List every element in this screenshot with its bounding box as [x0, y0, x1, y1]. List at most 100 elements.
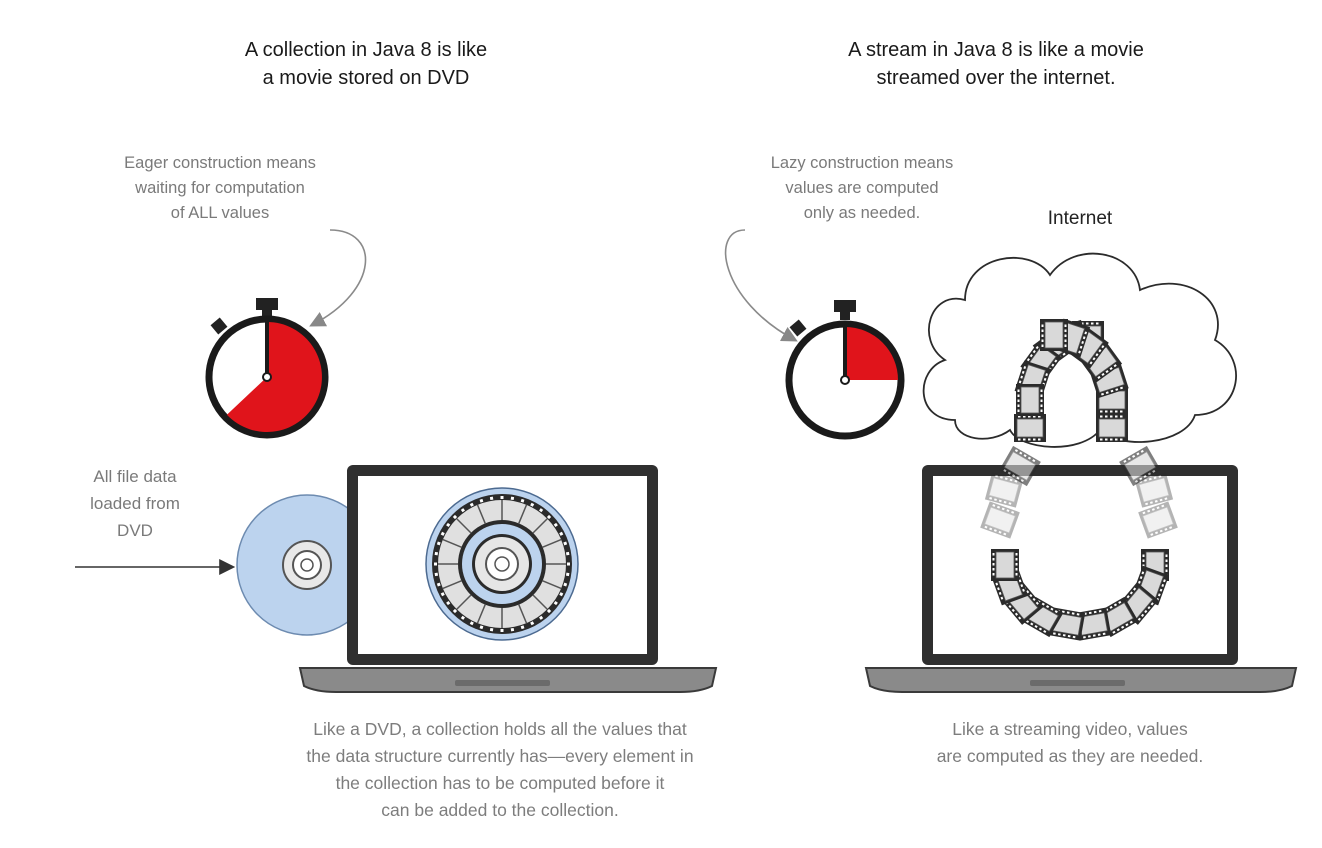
film-frame — [1089, 361, 1129, 399]
eager-timer-fill — [226, 322, 322, 432]
film-frame — [1021, 596, 1064, 638]
collection-heading-line: a movie stored on DVD — [262, 67, 470, 89]
dvd-label-line: loaded from — [90, 494, 180, 513]
film-sprocket — [500, 496, 504, 499]
lazy-stopwatch-icon — [785, 300, 905, 440]
collection-caption-line: can be added to the collection. — [381, 800, 619, 820]
film-frame — [991, 549, 1019, 581]
film-sprocket — [446, 522, 451, 528]
film-sprocket — [538, 508, 544, 513]
film-frame — [1048, 607, 1086, 641]
film-sprocket — [452, 514, 458, 520]
eager-note-line: waiting for computation — [135, 179, 305, 197]
film-sprocket — [434, 572, 439, 577]
film-frame — [1131, 565, 1170, 606]
film-sprocket — [460, 508, 466, 513]
film-sprocket — [434, 551, 439, 556]
film-sprocket — [434, 562, 437, 566]
film-sprocket — [563, 582, 568, 587]
eager-note-arrow — [309, 229, 367, 327]
film-frame — [1040, 319, 1068, 351]
film-sprocket — [479, 625, 484, 630]
film-sprocket — [553, 600, 558, 606]
film-sprocket — [563, 541, 568, 546]
film-frame-divider — [532, 518, 548, 534]
film-frame-divider — [518, 504, 528, 524]
film-frame — [1072, 321, 1104, 349]
film-frame — [999, 445, 1041, 487]
film-frame — [1053, 318, 1091, 358]
eager-note: Eager construction means waiting for com… — [85, 151, 355, 226]
film-frame — [1032, 326, 1076, 369]
film-frame — [1079, 341, 1123, 383]
eager-note-line: Eager construction means — [124, 154, 316, 172]
left-laptop-icon — [298, 465, 718, 693]
film-sprocket — [559, 531, 564, 536]
film-frame-divider — [542, 538, 562, 548]
film-frame — [1016, 384, 1044, 416]
film-sprocket — [565, 551, 570, 556]
film-frame-divider — [518, 604, 528, 624]
film-frame — [980, 501, 1020, 539]
film-sprocket — [436, 541, 441, 546]
film-frame — [1014, 414, 1046, 442]
film-sprocket — [546, 608, 552, 614]
film-sprocket — [559, 592, 564, 597]
lazy-note-line: only as needed. — [803, 204, 921, 222]
streaming-film-strip — [980, 318, 1178, 641]
film-sprocket — [553, 522, 558, 528]
eager-stopwatch-icon — [205, 298, 329, 439]
film-frame — [1096, 596, 1139, 638]
film-frame — [1020, 340, 1062, 383]
film-frame — [1074, 607, 1112, 641]
film-frame — [1096, 386, 1128, 414]
film-frame — [1014, 360, 1052, 400]
film-sprocket — [520, 498, 525, 503]
film-sprocket — [452, 608, 458, 614]
stream-heading-line: streamed over the internet. — [876, 67, 1116, 89]
film-frame — [1134, 472, 1174, 508]
stream-heading-line: A stream in Java 8 is like a movie — [848, 39, 1144, 61]
film-frame-divider — [442, 538, 462, 548]
film-sprocket — [460, 615, 466, 620]
eager-note-line: of ALL values — [170, 204, 270, 222]
film-frame — [984, 472, 1024, 508]
stream-heading: A stream in Java 8 is like a movie strea… — [816, 36, 1176, 92]
film-sprocket — [546, 514, 552, 520]
film-reel-icon — [425, 487, 579, 641]
lazy-note-line: values are computed — [785, 179, 939, 197]
film-frame-divider — [542, 580, 562, 590]
dvd-label: All file data loaded from DVD — [70, 463, 200, 544]
film-frame-divider — [442, 580, 462, 590]
film-frame — [1116, 582, 1159, 625]
collection-heading: A collection in Java 8 is like a movie s… — [196, 36, 536, 92]
film-sprocket — [446, 600, 451, 606]
film-sprocket — [479, 498, 484, 503]
film-frame — [1001, 582, 1044, 625]
film-frame — [1141, 549, 1169, 581]
film-sprocket — [436, 582, 441, 587]
film-sprocket — [530, 502, 535, 507]
film-sprocket — [500, 629, 504, 632]
internet-cloud-icon — [922, 252, 1237, 448]
film-sprocket — [469, 502, 474, 507]
film-frame-divider — [532, 594, 548, 610]
film-frame — [1096, 414, 1128, 442]
stream-caption-line: are computed as they are needed. — [936, 746, 1204, 766]
collection-caption: Like a DVD, a collection holds all the v… — [230, 716, 770, 824]
collection-caption-line: Like a DVD, a collection holds all the v… — [313, 719, 687, 739]
film-frame — [1050, 319, 1090, 357]
lazy-note: Lazy construction means values are compu… — [722, 151, 1002, 226]
film-sprocket — [489, 627, 494, 632]
film-sprocket — [510, 627, 515, 632]
film-sprocket — [565, 572, 570, 577]
lazy-note-arrow — [724, 229, 798, 342]
film-frame-divider — [456, 594, 472, 610]
dvd-label-line: DVD — [117, 521, 153, 540]
film-sprocket — [538, 615, 544, 620]
film-sprocket — [520, 625, 525, 630]
dvd-disc-icon — [236, 494, 378, 636]
lazy-note-line: Lazy construction means — [770, 154, 954, 172]
film-frame-divider — [476, 604, 486, 624]
film-frame — [1138, 501, 1178, 539]
